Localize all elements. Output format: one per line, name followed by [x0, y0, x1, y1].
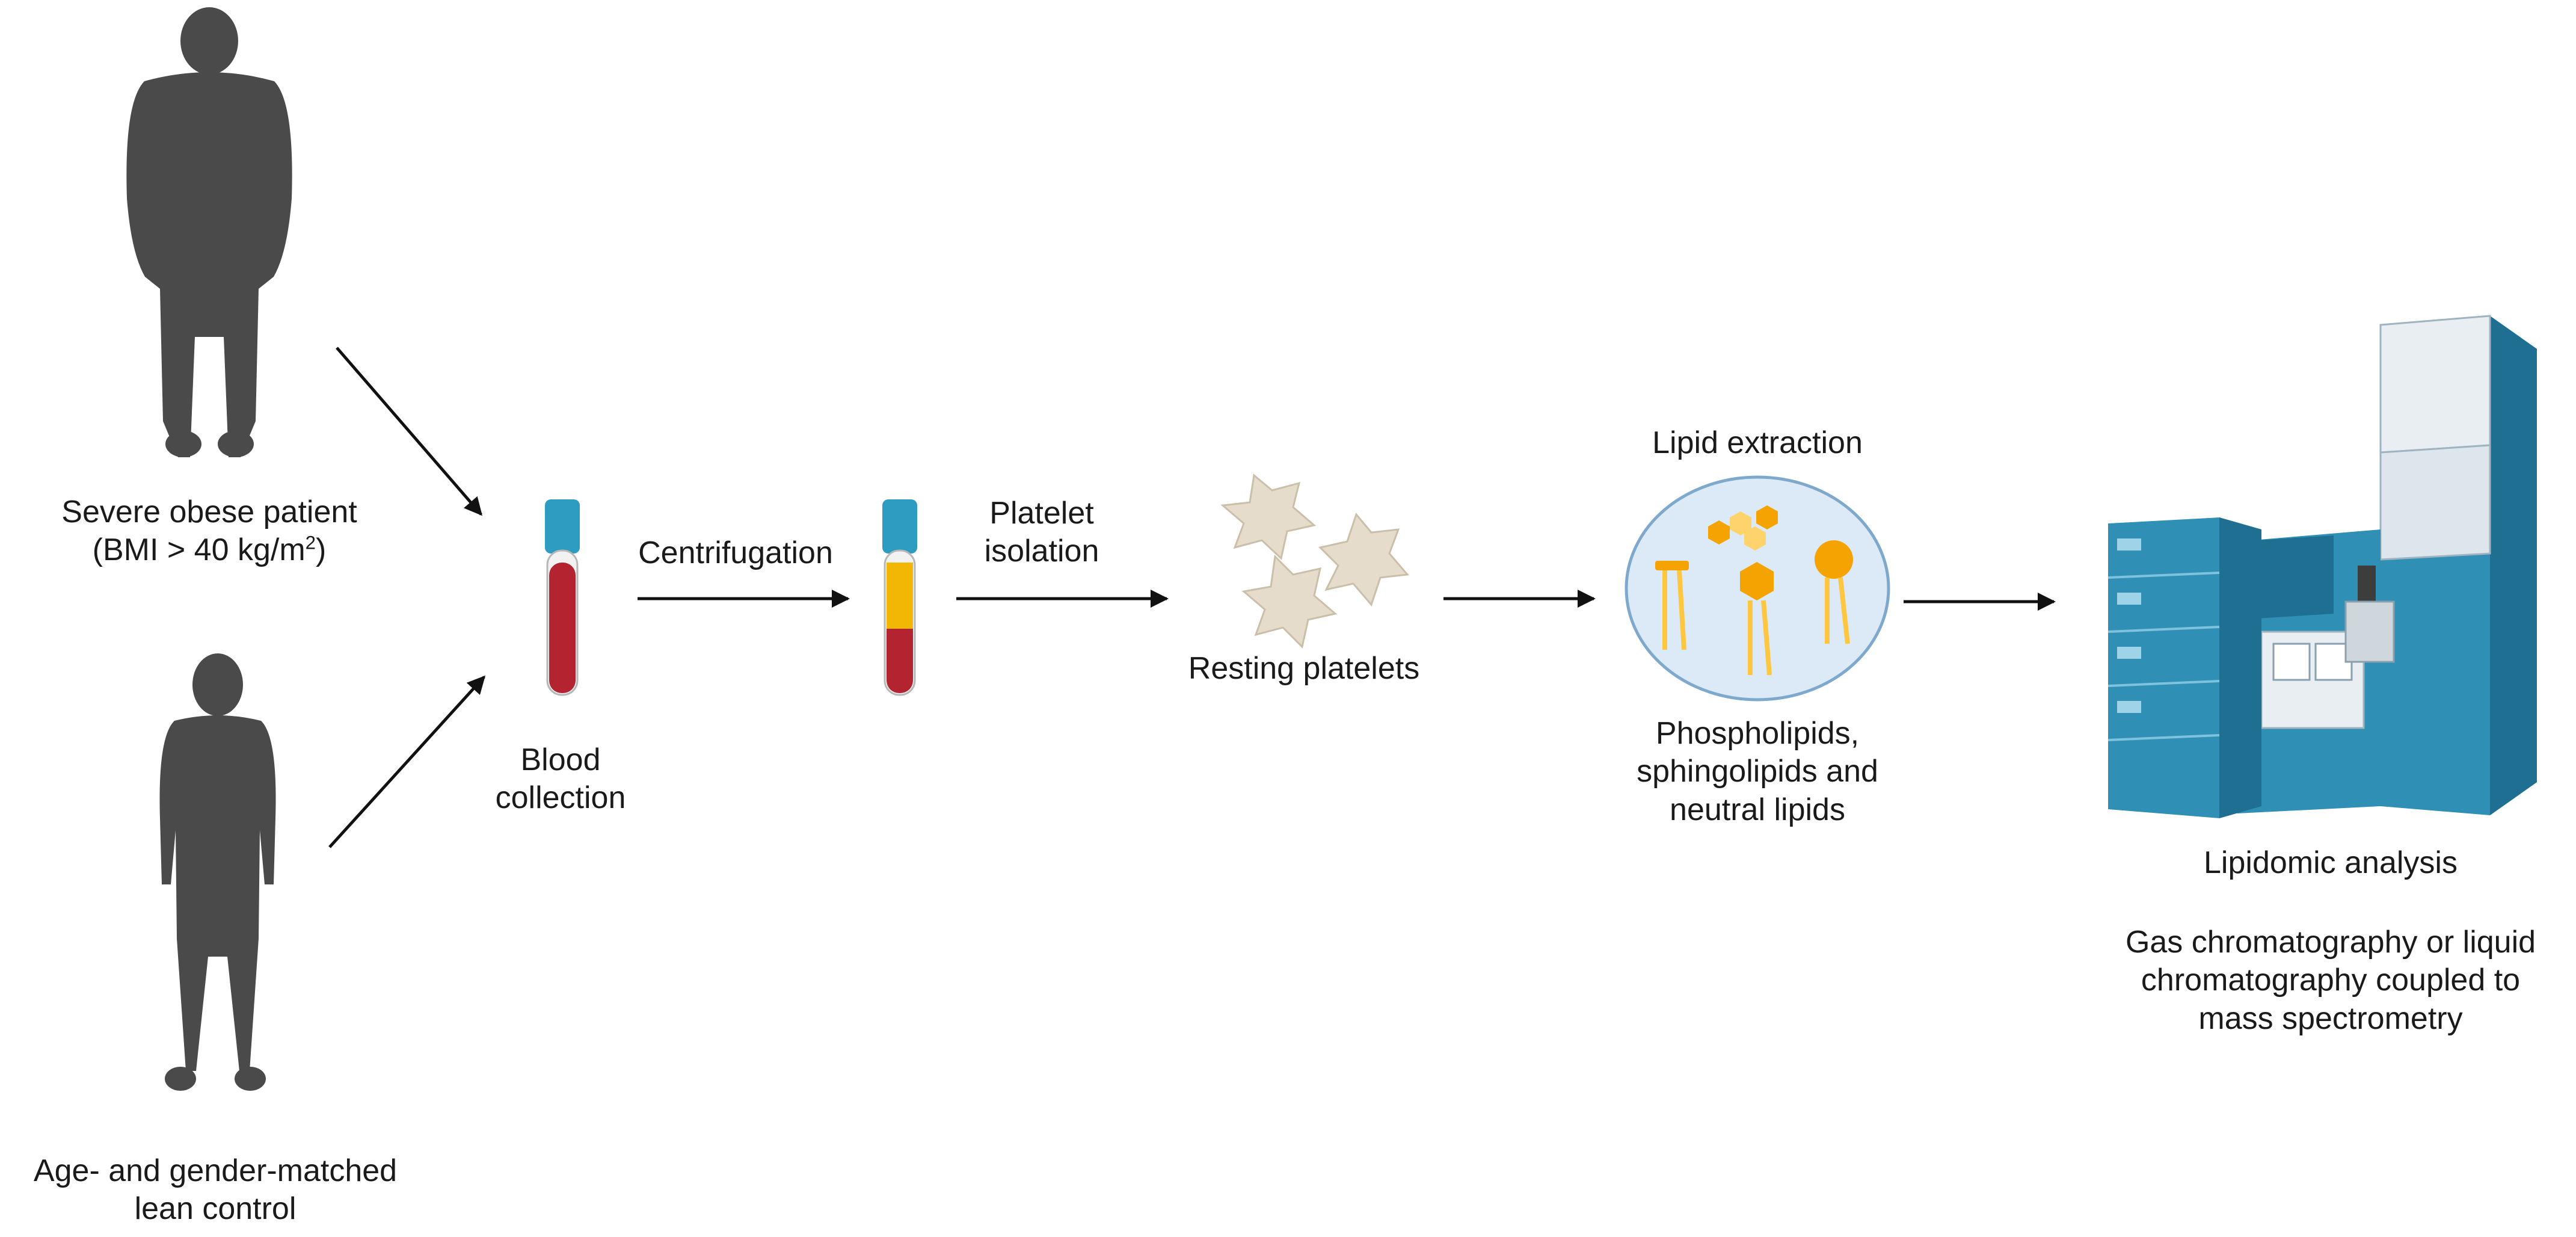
obese-patient-line1: Severe obese patient — [61, 495, 357, 529]
centrifuged-tube-icon — [882, 499, 917, 696]
lipid-classes-line3: neutral lipids — [1670, 792, 1845, 827]
platelet-isolation-line2: isolation — [984, 534, 1099, 569]
obese-patient-line2: (BMI > 40 kg/m2) — [61, 531, 357, 569]
method-label: Gas chromatography or liquid chromatogra… — [2126, 924, 2536, 1038]
blood-collection-line1: Blood — [520, 742, 601, 777]
arrow-icon — [328, 675, 486, 848]
lipid-classes-label: Phospholipids, sphingolipids and neutral… — [1637, 715, 1878, 829]
blood-collection-label: Blood collection — [496, 741, 626, 818]
platelet-isolation-label: Platelet isolation — [985, 495, 1099, 571]
lean-control-line2: lean control — [134, 1191, 297, 1227]
lipid-circle-icon — [1625, 475, 1890, 702]
lipid-classes-line2: sphingolipids and — [1637, 754, 1878, 789]
bmi-superscript: 2 — [305, 532, 316, 554]
lean-control-line1: Age- and gender-matched — [33, 1153, 398, 1188]
platelet-isolation-line1: Platelet — [989, 496, 1094, 531]
lean-control-label: Age- and gender-matched lean control — [34, 1152, 397, 1229]
bmi-suffix: ) — [316, 532, 327, 568]
centrifugation-label: Centrifugation — [638, 535, 833, 570]
blood-collection-line2: collection — [495, 780, 626, 816]
lipid-classes-line1: Phospholipids, — [1655, 716, 1860, 751]
obese-patient-label: Severe obese patient (BMI > 40 kg/m2) — [61, 493, 357, 570]
lean-person-icon — [159, 653, 276, 1091]
method-line1: Gas chromatography or liquid — [2125, 925, 2536, 960]
blood-tube-icon — [545, 499, 580, 696]
mass-spectrometer-icon — [2107, 315, 2537, 818]
method-line2: chromatography coupled to — [2141, 963, 2521, 998]
obese-person-icon — [126, 7, 292, 457]
lipid-extraction-label: Lipid extraction — [1652, 425, 1863, 460]
platelet-icon — [1220, 474, 1409, 649]
method-line3: mass spectrometry — [2198, 1001, 2463, 1036]
arrow-icon — [336, 347, 482, 516]
bmi-prefix: (BMI > 40 kg/m — [92, 532, 306, 568]
lipidomic-analysis-label: Lipidomic analysis — [2204, 845, 2458, 880]
resting-platelets-label: Resting platelets — [1188, 651, 1420, 686]
